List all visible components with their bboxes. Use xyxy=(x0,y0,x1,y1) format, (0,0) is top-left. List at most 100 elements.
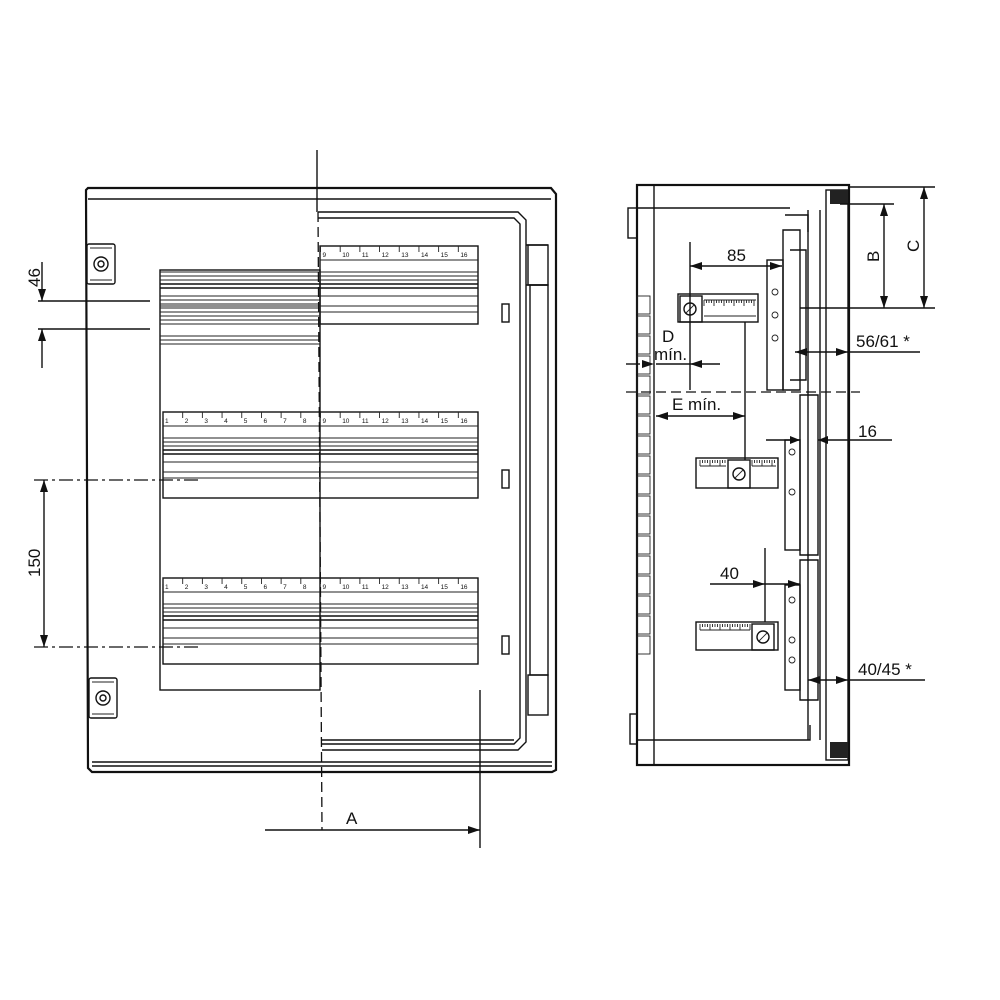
dim-56-61: 56/61 * xyxy=(795,332,920,356)
dim-C-label: C xyxy=(904,240,923,252)
dim-D-min-label: mín. xyxy=(654,345,687,364)
scale-tick-label: 13 xyxy=(401,418,409,425)
door-bottom-cap xyxy=(830,742,848,758)
dim-E-label: E mín. xyxy=(672,395,721,414)
scale-tick-label: 7 xyxy=(283,584,287,591)
scale-tick-label: 1 xyxy=(165,584,169,591)
scale-tick-label: 8 xyxy=(303,418,307,425)
scale-tick-label: 14 xyxy=(421,252,429,259)
scale-tick-label: 15 xyxy=(441,252,449,259)
scale-tick-label: 12 xyxy=(382,418,390,425)
dim-E: E mín. xyxy=(656,322,746,460)
door-top-cap xyxy=(830,190,848,204)
dim-56-61-label: 56/61 * xyxy=(856,332,910,351)
dim-85-label: 85 xyxy=(727,246,746,265)
scale-tick-label: 13 xyxy=(401,252,409,259)
scale-tick-label: 11 xyxy=(362,252,369,259)
scale-tick-label: 10 xyxy=(342,584,350,591)
center-line xyxy=(317,211,323,831)
door-frame-inner xyxy=(318,217,521,745)
scale-tick-label: 9 xyxy=(323,418,327,425)
scale-tick-label: 10 xyxy=(342,418,350,425)
door-side xyxy=(825,189,849,761)
dim-D: D mín. xyxy=(626,327,720,368)
door-latch-3 xyxy=(501,635,510,655)
dim-40: 40 xyxy=(710,548,800,622)
knockout xyxy=(636,475,651,495)
scale-tick-label: 10 xyxy=(342,252,350,259)
knockout xyxy=(636,315,651,335)
scale-tick-label: 1 xyxy=(165,418,169,425)
bracket-mid xyxy=(695,457,779,489)
scale-tick-label: 11 xyxy=(362,584,369,591)
scale-tick-label: 6 xyxy=(263,418,267,425)
knockout xyxy=(636,395,651,415)
hinge-top xyxy=(527,244,549,286)
side-outline xyxy=(635,183,851,767)
dim-40-45: 40/45 * xyxy=(808,660,925,684)
dim-40-45-label: 40/45 * xyxy=(858,660,912,679)
knockout xyxy=(636,455,651,475)
scale-tick-label: 4 xyxy=(224,584,228,591)
door-latch-2 xyxy=(501,469,510,489)
dim-46: 46 xyxy=(25,262,150,368)
knockout xyxy=(636,295,651,315)
dim-16: 16 xyxy=(766,422,892,444)
scale-tick-label: 6 xyxy=(263,584,267,591)
scale-tick-label: 16 xyxy=(460,252,468,259)
frame-corners xyxy=(785,214,811,741)
scale-tick-label: 3 xyxy=(204,418,208,425)
scale-tick-label: 13 xyxy=(401,584,409,591)
scale-tick-label: 12 xyxy=(382,584,390,591)
scale-tick-label: 15 xyxy=(441,584,449,591)
knockout xyxy=(636,415,651,435)
din-row: 9 10 11 12 13 14 15 16 xyxy=(160,245,479,325)
din-rail-2 xyxy=(784,394,819,556)
knockout xyxy=(636,615,651,635)
knockout xyxy=(636,375,651,395)
enclosure-outline xyxy=(84,186,558,774)
lock-bottom xyxy=(88,677,118,719)
mount-lug-top xyxy=(627,207,638,239)
door-frame-outer xyxy=(318,211,527,751)
dim-B-label: B xyxy=(864,251,883,262)
knockout xyxy=(636,515,651,535)
dim-D-label: D xyxy=(662,327,674,346)
knockout xyxy=(636,495,651,515)
scale-tick-label: 16 xyxy=(460,584,468,591)
dim-16-label: 16 xyxy=(858,422,877,441)
side-view: 85 D mín. E mín. 40 xyxy=(626,183,935,767)
scale-tick-label: 11 xyxy=(362,418,369,425)
scale-tick-label: 9 xyxy=(323,252,327,259)
din-rail-1 xyxy=(766,229,807,391)
scale-tick-label: 5 xyxy=(244,584,248,591)
bracket-scales xyxy=(699,300,775,630)
scale-tick-label: 2 xyxy=(185,418,189,425)
dim-150-label: 150 xyxy=(25,549,44,577)
scale-tick-label: 12 xyxy=(382,252,390,259)
scale-tick-label: 5 xyxy=(244,418,248,425)
scale-tick-label: 2 xyxy=(185,584,189,591)
knockout xyxy=(636,435,651,455)
scale-tick-label: 8 xyxy=(303,584,307,591)
dim-46-label: 46 xyxy=(25,268,44,287)
dim-150: 150 xyxy=(25,479,200,648)
scale-tick-label: 3 xyxy=(204,584,208,591)
knockout xyxy=(636,555,651,575)
dim-B: B xyxy=(800,203,894,309)
scale-tick-label: 4 xyxy=(224,418,228,425)
dim-85: 85 xyxy=(689,242,782,390)
scale-tick-label: 14 xyxy=(421,584,429,591)
dim-40-label: 40 xyxy=(720,564,739,583)
knockout xyxy=(636,575,651,595)
dim-A: A xyxy=(265,809,480,834)
scale-tick-label: 15 xyxy=(441,418,449,425)
knockout xyxy=(636,595,651,615)
lock-top xyxy=(86,243,116,285)
